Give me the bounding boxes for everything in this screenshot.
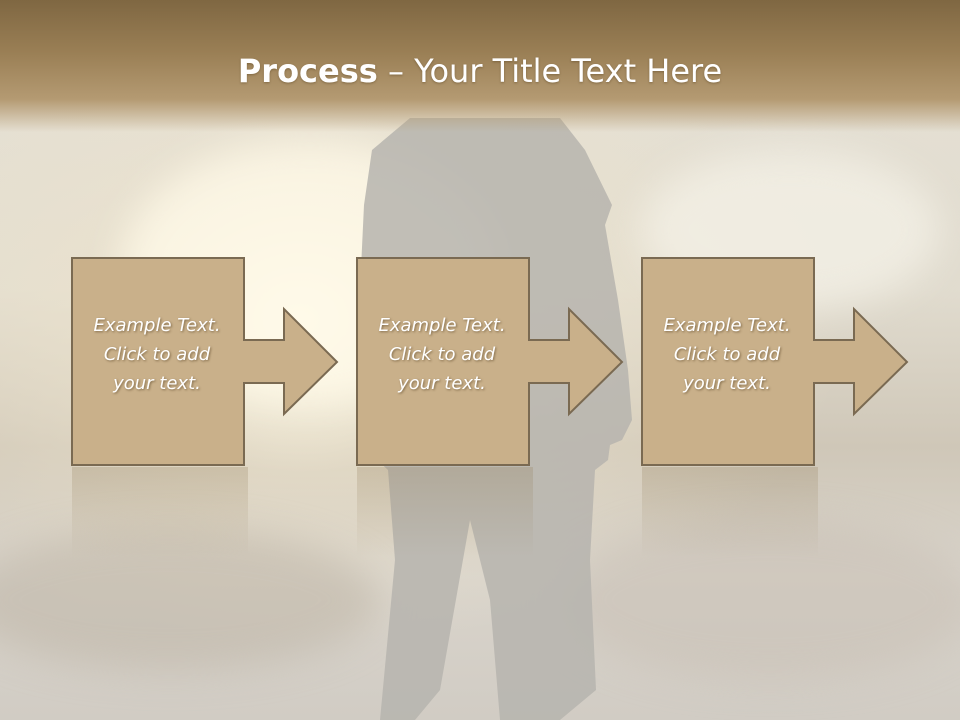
step-2-text[interactable]: Example Text. Click to add your text. bbox=[356, 311, 528, 398]
step-2-reflection bbox=[357, 467, 533, 557]
process-step-3[interactable]: Example Text. Click to add your text. bbox=[641, 257, 960, 467]
process-step-1[interactable]: Example Text. Click to add your text. bbox=[71, 257, 411, 467]
step-3-line-1: Example Text. bbox=[663, 315, 791, 336]
title-separator: – bbox=[377, 52, 415, 90]
step-3-reflection bbox=[642, 467, 818, 557]
cloud-lower-right bbox=[560, 520, 960, 680]
cloud-lower-left bbox=[0, 530, 380, 670]
step-3-arrow-shape bbox=[641, 257, 909, 466]
step-1-reflection bbox=[72, 467, 248, 557]
step-1-line-1: Example Text. bbox=[93, 315, 221, 336]
step-2-arrow-shape bbox=[356, 257, 624, 466]
step-1-line-3: your text. bbox=[113, 373, 201, 394]
title-text: Your Title Text Here bbox=[414, 52, 723, 90]
step-3-line-3: your text. bbox=[683, 373, 771, 394]
process-step-2[interactable]: Example Text. Click to add your text. bbox=[356, 257, 696, 467]
step-2-line-1: Example Text. bbox=[378, 315, 506, 336]
step-3-text[interactable]: Example Text. Click to add your text. bbox=[641, 311, 813, 398]
step-1-arrow-shape bbox=[71, 257, 339, 466]
step-3-line-2: Click to add bbox=[673, 344, 781, 365]
step-2-line-2: Click to add bbox=[388, 344, 496, 365]
step-2-line-3: your text. bbox=[398, 373, 486, 394]
step-1-text[interactable]: Example Text. Click to add your text. bbox=[71, 311, 243, 398]
slide-title[interactable]: Process – Your Title Text Here bbox=[0, 52, 960, 90]
step-1-line-2: Click to add bbox=[103, 344, 211, 365]
title-bold: Process bbox=[237, 52, 378, 90]
title-banner bbox=[0, 0, 960, 132]
